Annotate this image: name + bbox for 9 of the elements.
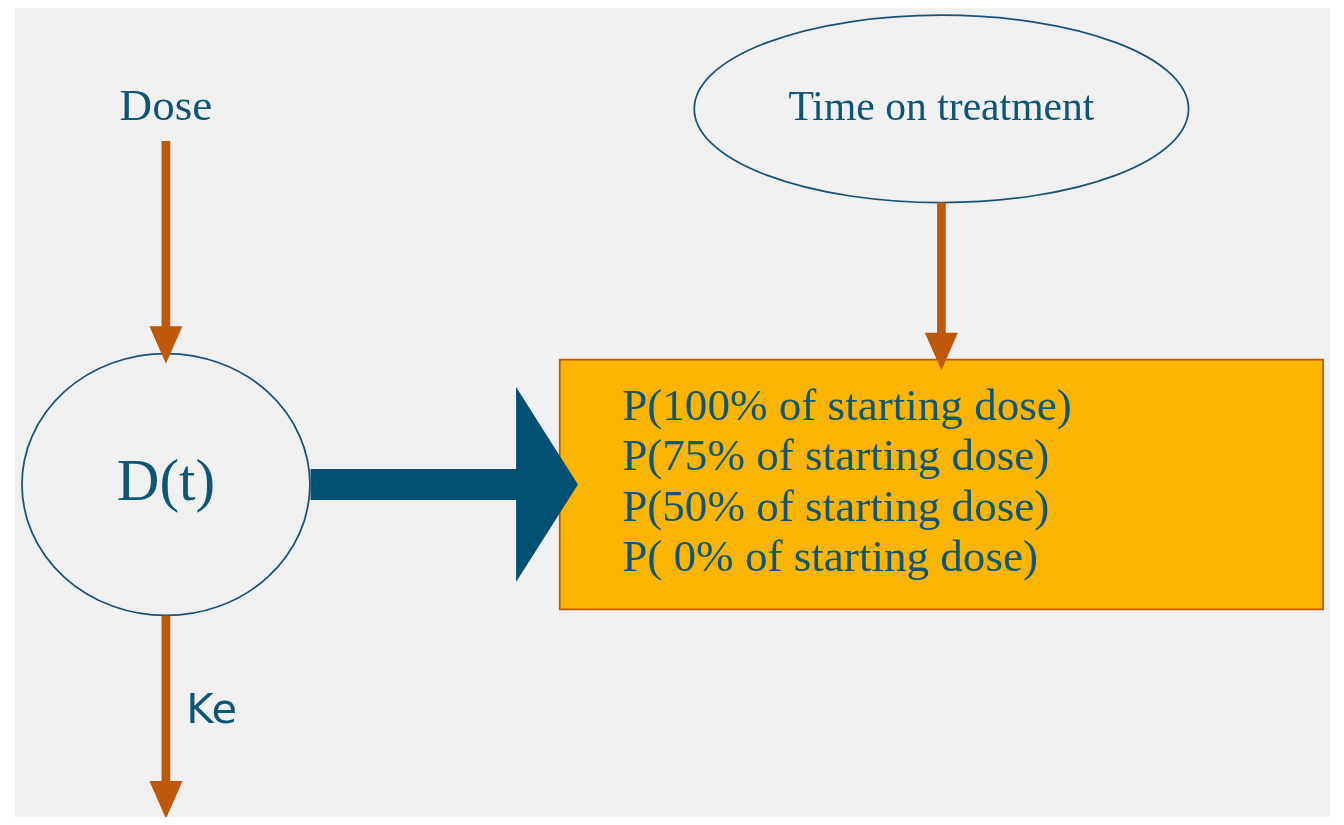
edge-label: Ke [185,684,237,734]
node-text: Dose [119,79,212,130]
arrow [924,202,958,371]
arrow [310,387,578,582]
arrow [148,615,182,817]
node-ellipse: Time on treatment [692,14,1189,204]
node-box: P(100% of starting dose) P(75% of starting dose) P(50% of starting dose) P( 0% of starting dose) [558,358,1324,611]
node-circle: D(t) [20,352,311,617]
arrow [148,141,182,364]
